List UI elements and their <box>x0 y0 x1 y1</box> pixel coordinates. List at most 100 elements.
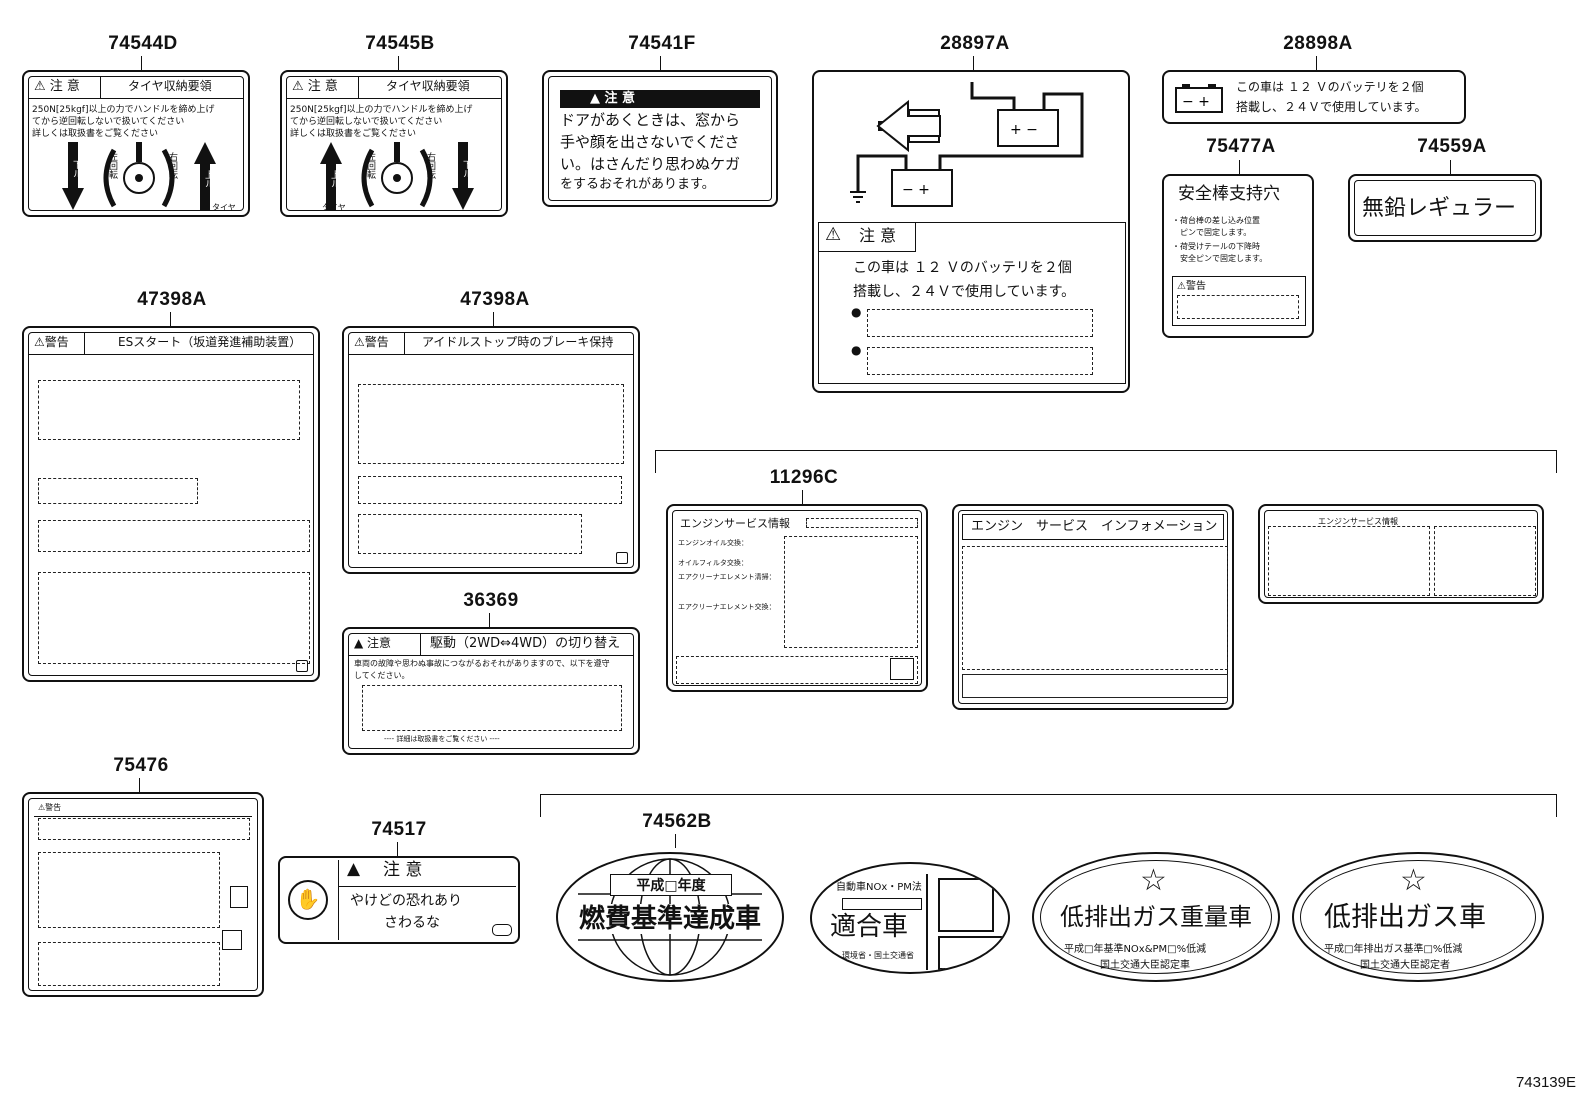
leader-line <box>141 56 142 70</box>
corner-marker <box>296 660 308 672</box>
left-turn-label: 左回転 <box>365 152 375 179</box>
leader-line <box>973 56 974 70</box>
label-text-line: 250N[25kgf]以上の力でハンドルを締め上げ <box>32 105 215 115</box>
label-header: ⚠警告 アイドルストップ時のブレーキ保持 <box>348 332 634 355</box>
corner-marker <box>492 924 512 936</box>
label-inner-border <box>672 510 922 686</box>
placeholder-text-block <box>358 514 582 554</box>
sticker-bottom-text: 環境省・国土交通省 <box>842 951 914 960</box>
left-turn-label: 左回転 <box>107 152 117 179</box>
blank-box <box>842 898 922 910</box>
label-47398A-es-start: ⚠警告 ESスタート（坂道発進補助装置） <box>22 326 320 682</box>
corner-marker <box>616 552 628 564</box>
placeholder-text-block <box>38 942 220 986</box>
oval-inner-border <box>1300 860 1536 974</box>
right-turn-label: 右回転 <box>425 152 435 179</box>
low-emission-vehicle-sticker: ☆ 低排出ガス車 平成□年排出ガス基準□%低減 国土交通大臣認定者 <box>1292 852 1544 982</box>
leader-line <box>398 56 399 70</box>
label-text-line: 搭載し、２４Ｖで使用しています。 <box>853 284 1076 300</box>
year-banner: 平成□年度 <box>610 874 732 896</box>
up-label: 上ル <box>203 170 213 188</box>
label-text-line: い。はさんだり思わぬケガ <box>560 155 741 173</box>
tire-crank-diagram <box>62 142 216 210</box>
label-title: タイヤ収納要領 <box>386 79 470 93</box>
label-74541F: ▲ 注 意 ドアがあくときは、窓から 手や顔を出さないでくださ い。はさんだり思… <box>542 70 778 207</box>
svg-text:− +: − + <box>1182 94 1210 110</box>
bullet-icon: ● <box>851 305 862 319</box>
label-text-line: 250N[25kgf]以上の力でハンドルを締め上げ <box>290 105 473 115</box>
star-icon: ☆ <box>1400 863 1427 898</box>
label-text-line: エンジンオイル交換： <box>678 539 748 547</box>
part-number-74545B: 74545B <box>365 33 435 54</box>
caution-heading: ⚠ 注 意 <box>292 79 338 94</box>
part-number-74541F: 74541F <box>628 33 696 54</box>
nox-pm-sticker: 自動車NOx・PM法 適合車 環境省・国土交通省 <box>810 862 1010 974</box>
placeholder-text-block <box>38 572 310 664</box>
box-icon <box>222 930 242 950</box>
leader-line <box>170 312 171 326</box>
label-text-line: ・荷台棒の差し込み位置 <box>1172 216 1260 225</box>
label-title: エンジンサービス情報 <box>680 517 790 530</box>
svg-text:− +: − + <box>902 182 930 198</box>
label-title: エンジン サービス インフォメーション <box>971 519 1218 534</box>
placeholder-text-block <box>1177 295 1299 319</box>
main-banner: 燃費基準達成車 <box>566 904 774 934</box>
header-divider <box>420 633 421 655</box>
tire-label: タイヤ <box>322 203 346 212</box>
label-title: 駆動（2WD⇔4WD）の切り替え <box>430 636 621 651</box>
part-number-11296C: 11296C <box>769 467 839 488</box>
label-11296C-b: エンジン サービス インフォメーション <box>952 504 1234 710</box>
placeholder-text-block <box>358 384 624 464</box>
label-title: 安全棒支持穴 <box>1178 184 1280 204</box>
label-text-line: てから逆回転しないで扱いてください <box>290 117 443 127</box>
label-text-line: ピンで固定します。 <box>1180 228 1252 237</box>
part-number-75477A: 75477A <box>1206 136 1276 157</box>
part-number-28897A: 28897A <box>940 33 1010 54</box>
svg-text:+ −: + − <box>1010 122 1038 138</box>
leader-line <box>660 56 661 70</box>
warning-heading: ⚠警告 <box>38 803 62 812</box>
sticker-sub-text: 平成□年基準NOx&PM□%低減 <box>1064 944 1207 955</box>
warning-triangle-icon: ▲ <box>347 859 361 879</box>
label-text-line: ドアがあくときは、窓から <box>560 111 741 129</box>
sticker-main-text: 低排出ガス車 <box>1324 902 1486 933</box>
down-label: 下ル <box>461 160 471 178</box>
label-11296C-c: エンジンサービス情報 <box>1258 504 1544 604</box>
placeholder-text-block <box>784 536 918 648</box>
figure-id: 743139E <box>1515 1074 1576 1091</box>
body-divider <box>338 886 339 940</box>
tire-crank-diagram <box>320 142 474 210</box>
leader-line <box>1239 160 1240 174</box>
warning-heading: ⚠警告 <box>34 335 69 349</box>
label-text-line: オイルフィルタ交換： <box>678 559 748 567</box>
header-divider <box>404 332 405 354</box>
label-inner-border <box>28 76 244 211</box>
title-box: エンジン サービス インフォメーション <box>962 514 1224 540</box>
placeholder-text-block <box>38 478 198 504</box>
sticker-main-text: 燃費基準達成車 <box>578 904 761 934</box>
caution-tab: ⚠ 注 意 <box>819 223 916 252</box>
placeholder-text-block <box>38 380 300 440</box>
sticker-sub-text: 国土交通大臣認定者 <box>1360 960 1450 971</box>
leader-line <box>489 613 490 627</box>
label-text-line: 手や顔を出さないでくださ <box>560 133 740 151</box>
label-text-line: ・荷受けテールの下降時 <box>1172 242 1260 251</box>
caution-box: ⚠ 注 意 この車は １２ Ｖのバッテリを２個 搭載し、２４Ｖで使用しています。… <box>818 222 1126 384</box>
label-header: ⚠ 注 意 タイヤ収納要領 <box>28 76 244 99</box>
label-inner-border <box>28 798 258 991</box>
label-inner-border <box>348 633 634 749</box>
label-text-line: 安全ピンで固定します。 <box>1180 254 1268 263</box>
label-text-line: やけどの恐れあり <box>350 893 462 909</box>
sticker-main-text: 低排出ガス重量車 <box>1060 903 1252 931</box>
header-divider <box>100 76 101 98</box>
part-number-74544D: 74544D <box>108 33 178 54</box>
hand-burn-icon: ✋ <box>288 880 328 920</box>
up-label: 上ル <box>329 170 339 188</box>
label-text-line: この車は １２ Ｖのバッテリを２個 <box>853 260 1072 276</box>
leader-line <box>139 778 140 792</box>
placeholder-text-block <box>38 818 250 840</box>
caution-heading: ▲ 注 意 <box>590 91 636 106</box>
label-text-line: てから逆回転しないで扱いてください <box>32 117 185 127</box>
label-11296C-a: エンジンサービス情報 エンジンオイル交換： オイルフィルタ交換： エアクリーナエ… <box>666 504 928 692</box>
year-text: 平成□年度 <box>636 878 706 894</box>
